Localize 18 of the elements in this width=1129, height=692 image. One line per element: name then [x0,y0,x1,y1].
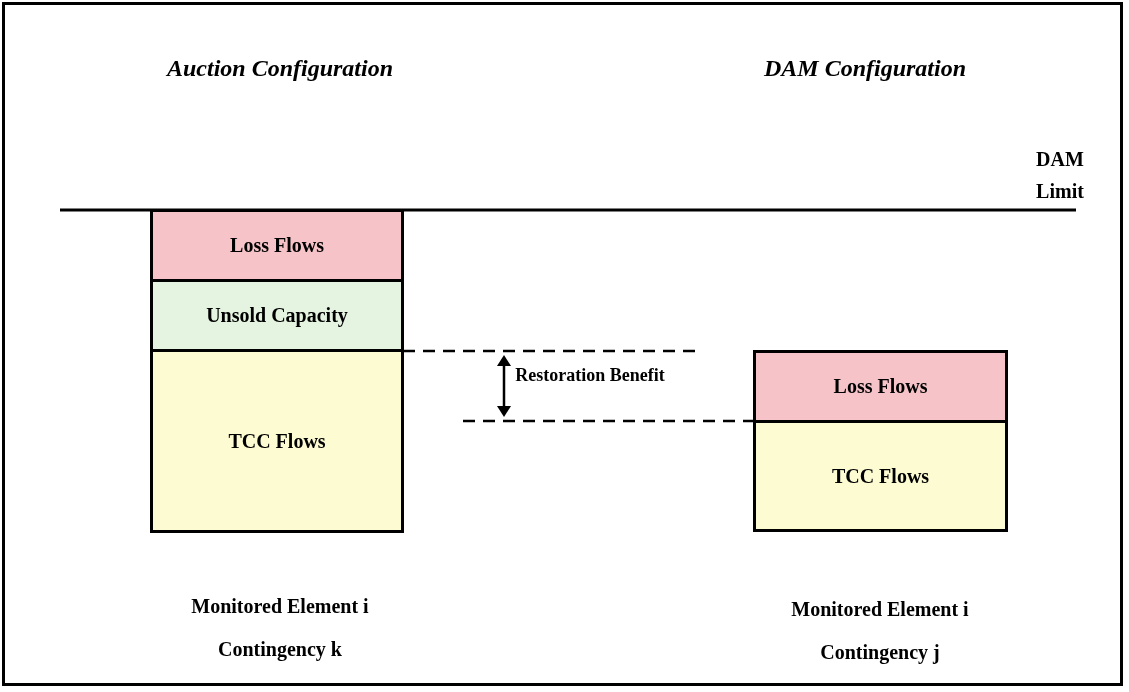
block-label: Loss Flows [833,375,928,398]
block-label: TCC Flows [228,429,326,453]
block-label: Unsold Capacity [206,304,348,327]
column-caption: Monitored Element i [190,594,370,619]
flow-block [150,209,404,282]
flow-block [150,349,404,533]
column-caption: Contingency j [819,640,941,665]
column-title: Auction Configuration [165,54,395,83]
dimension-label: Restoration Benefit [515,364,665,387]
flow-block [753,350,1008,423]
flow-block [753,420,1008,532]
block-label: Loss Flows [230,234,324,257]
flow-block [150,279,404,352]
block-label: TCC Flows [831,464,930,488]
limit-label: DAM Limit [1035,147,1085,204]
column-caption: Monitored Element i [790,597,970,622]
column-title: DAM Configuration [762,54,968,83]
column-caption: Contingency k [217,637,343,662]
